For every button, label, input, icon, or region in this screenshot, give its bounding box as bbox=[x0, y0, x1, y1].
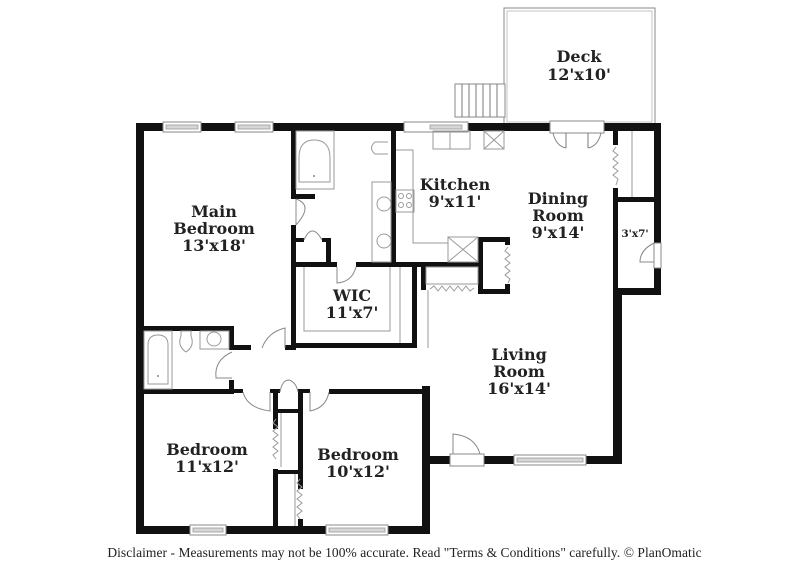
fixtures bbox=[143, 130, 633, 526]
disclaimer-text: Disclaimer - Measurements may not be 100… bbox=[107, 545, 702, 560]
windows bbox=[162, 121, 587, 536]
main-bedroom-label-2: Bedroom bbox=[173, 219, 255, 238]
wic-dims: 11'x7' bbox=[326, 303, 379, 322]
deck-stairs bbox=[454, 83, 506, 118]
doors bbox=[215, 120, 662, 467]
kitchen-dims: 9'x11' bbox=[429, 192, 482, 211]
closet-dims: 3'x7' bbox=[621, 228, 648, 240]
room-labels: Deck 12'x10' Main Bedroom 13'x18' Kitche… bbox=[166, 47, 648, 481]
living-room-label-2: Room bbox=[493, 362, 545, 381]
walls bbox=[136, 123, 661, 534]
bedroom-1-label: Bedroom bbox=[166, 440, 248, 459]
bedroom-2-dims: 10'x12' bbox=[326, 462, 390, 481]
deck-label: Deck bbox=[557, 47, 603, 66]
main-bedroom-dims: 13'x18' bbox=[182, 236, 246, 255]
living-room-dims: 16'x14' bbox=[487, 379, 551, 398]
bedroom-2-label: Bedroom bbox=[317, 445, 399, 464]
dining-room-dims: 9'x14' bbox=[532, 223, 585, 242]
dining-room-label-2: Room bbox=[532, 206, 584, 225]
dining-room-label-1: Dining bbox=[528, 189, 588, 208]
living-room-label-1: Living bbox=[491, 345, 547, 364]
bedroom-1-dims: 11'x12' bbox=[175, 457, 239, 476]
main-bedroom-label-1: Main bbox=[191, 202, 237, 221]
kitchen-label: Kitchen bbox=[420, 175, 491, 194]
deck-dims: 12'x10' bbox=[547, 65, 611, 84]
wic-label: WIC bbox=[332, 286, 371, 305]
